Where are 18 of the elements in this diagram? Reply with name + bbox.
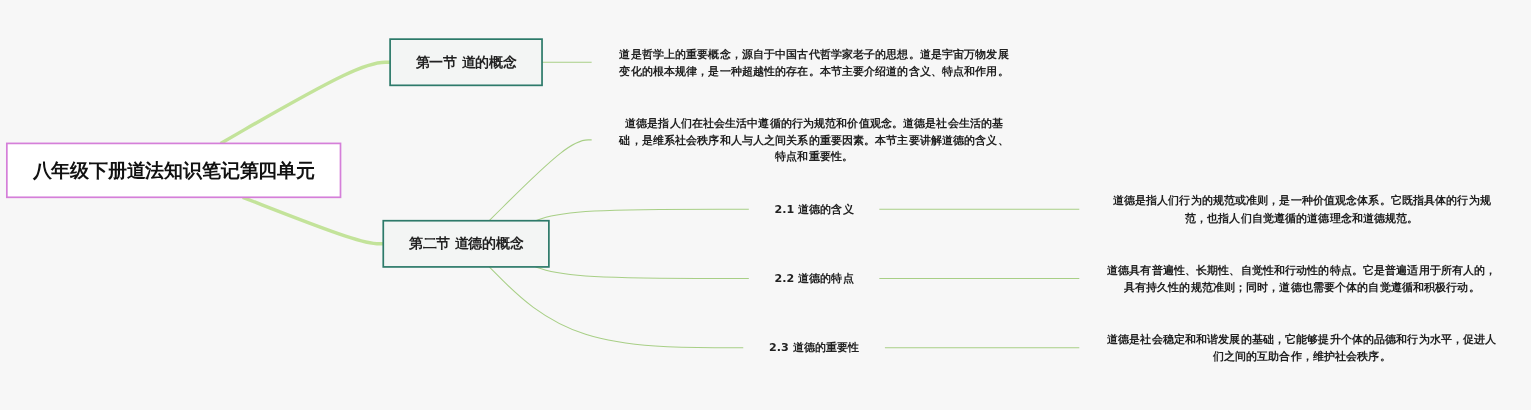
connector: [878, 208, 1080, 210]
node-text: 道德具有普遍性、长期性、自觉性和行动性的特点。它是普遍适用于所有人的，具有持久性的规范准则；同时，道德也需要个体的自觉遵循和积极行动。: [1107, 263, 1497, 294]
connector: [488, 139, 593, 222]
connector: [488, 266, 744, 349]
node-text: 道德是指人们行为的规范或准则，是一种价值观念体系。它既指具体的行为规范，也指人们自觉遵循的道德理念和道德规范。: [1112, 194, 1491, 224]
connector: [535, 266, 750, 279]
node-text: 2.1 道德的含义: [774, 202, 854, 216]
node-text: 2.3 道德的重要性: [768, 341, 860, 354]
node-box: 八年级下册道法知识笔记第四单元: [6, 142, 342, 199]
connector: [219, 60, 391, 145]
connector: [878, 277, 1080, 279]
node-box: 第二节 道德的概念: [382, 219, 550, 268]
node-box: 第一节 道的概念: [389, 38, 543, 87]
node-text: 道是哲学上的重要概念，源自于中国古代哲学家老子的思想。道是宇宙万物发展变化的根本规律，是一种超越性的存在。本节主要介绍道的含义、特点和作用。: [619, 47, 1009, 77]
node-text: 道德是指人们在社会生活中遵循的行为规范和价值观念。道德是社会生活的基础，是维系社会秩序和人与人之间关系的重要因素。本节主要讲解道德的含义、特点和重要性。: [619, 116, 1009, 163]
node-text: 道德是社会稳定和和谐发展的基础，它能够提升个体的品德和行为水平，促进人们之间的互助合作，维护社会秩序。: [1107, 332, 1497, 363]
connector: [884, 347, 1080, 349]
node-text: 2.2 道德的特点: [774, 271, 854, 285]
